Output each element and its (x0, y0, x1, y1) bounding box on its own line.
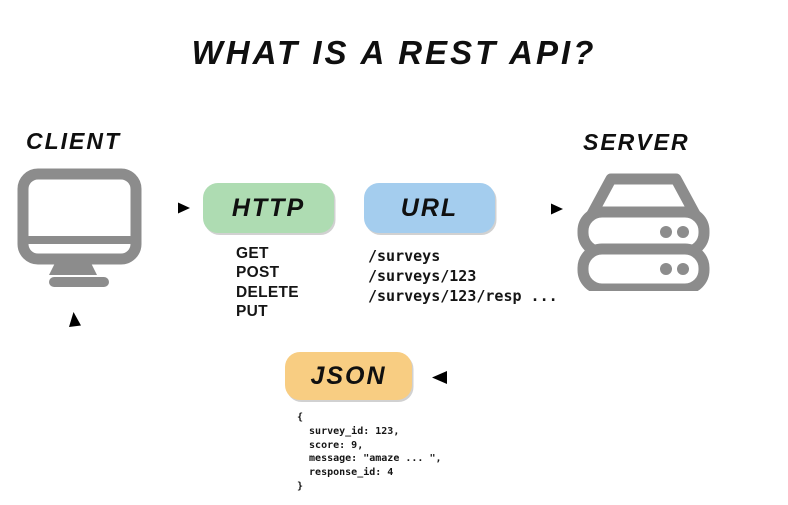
url-paths-list: /surveys /surveys/123 /surveys/123/resp … (368, 246, 558, 306)
client-label: CLIENT (26, 128, 122, 154)
arrow-client-to-http-icon (178, 202, 190, 214)
arrow-server-to-json-icon (432, 371, 447, 384)
arrow-url-to-server-icon (551, 203, 563, 215)
code-line: survey_id: 123, (297, 425, 400, 437)
http-method: DELETE (236, 283, 299, 301)
code-line: } (297, 480, 304, 492)
json-box-label: JSON (310, 361, 387, 390)
page-title: WHAT IS A REST API? (191, 34, 597, 71)
code-line: { (297, 412, 304, 423)
server-icon (577, 173, 710, 291)
server-label: SERVER (583, 129, 690, 155)
url-box: URL (364, 183, 495, 233)
url-path: /surveys/123/resp ... (368, 287, 558, 305)
code-line: response_id: 4 (297, 467, 394, 479)
url-path: /surveys (368, 247, 441, 265)
http-method: GET (236, 245, 269, 262)
code-line: score: 9, (297, 439, 364, 451)
http-methods-list: GET POST DELETE PUT (236, 244, 299, 321)
client-monitor-icon (17, 168, 142, 287)
url-box-label: URL (400, 193, 459, 222)
json-box: JSON (285, 352, 412, 400)
code-line: message: "amaze ... ", (297, 453, 442, 465)
http-box-label: HTTP (231, 193, 306, 222)
arrow-json-to-client-icon (69, 312, 81, 327)
url-path: /surveys/123 (368, 267, 477, 285)
http-method: PUT (236, 302, 268, 320)
json-response-code: { survey_id: 123, score: 9, message: "am… (297, 411, 442, 494)
http-box: HTTP (203, 183, 334, 233)
http-method: POST (236, 264, 280, 282)
